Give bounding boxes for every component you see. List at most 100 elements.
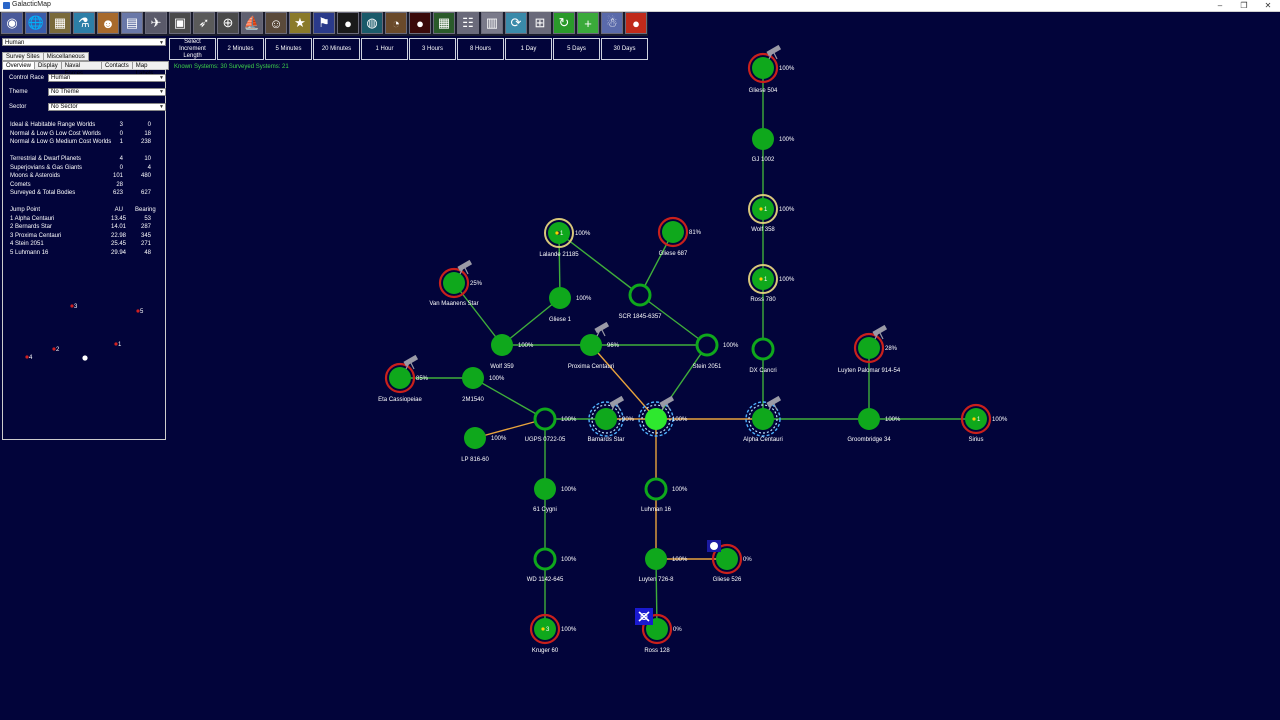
system-node[interactable]: 100%Luhman 16 [641, 477, 688, 513]
population-icon[interactable]: ☻ [97, 12, 119, 34]
system-node[interactable]: 100%LP 816-60 [461, 427, 507, 463]
system-node[interactable]: 90%Barnards Star [587, 395, 635, 443]
system-node[interactable]: 100%Wolf 359 [490, 334, 534, 370]
alien-contact-icon[interactable] [707, 540, 721, 552]
increment-button[interactable]: 5 Minutes [265, 38, 312, 60]
star-icon[interactable] [533, 547, 557, 571]
star-icon[interactable] [752, 408, 774, 430]
system-node[interactable]: 100%Gliese 1 [549, 287, 592, 323]
increment-button[interactable]: 20 Minutes [313, 38, 360, 60]
increment-button[interactable]: 3 Hours [409, 38, 456, 60]
system-node[interactable]: SCR 1845-6357 [618, 283, 662, 320]
star-icon[interactable] [462, 367, 484, 389]
system-node[interactable]: 100%Stein 2051 [693, 333, 739, 370]
increment-button[interactable]: 2 Minutes [217, 38, 264, 60]
system-node[interactable]: 100%GJ 1002 [752, 128, 795, 163]
control-race-select[interactable]: Human ▼ [48, 74, 166, 82]
minimap-jump-point[interactable] [25, 355, 29, 359]
star-icon[interactable] [695, 333, 719, 357]
minimap-jump-point[interactable] [70, 304, 74, 308]
system-node[interactable]: 100%61 Cygni [533, 478, 577, 513]
aliens-icon[interactable]: ● [409, 12, 431, 34]
commanders-icon[interactable]: ☺ [265, 12, 287, 34]
star-icon[interactable] [858, 337, 880, 359]
calendar-icon[interactable]: ▥ [481, 12, 503, 34]
star-icon[interactable] [752, 198, 774, 220]
system-node[interactable]: 96%Proxima Centauri [568, 321, 620, 370]
increment-button[interactable]: 1 Hour [361, 38, 408, 60]
shipyard-icon[interactable]: ▦ [49, 12, 71, 34]
star-icon[interactable] [716, 548, 738, 570]
alien-ship-icon[interactable] [635, 608, 653, 625]
system-node[interactable]: 100%2M1540 [462, 367, 505, 403]
wealth-icon[interactable]: ◔ [385, 12, 407, 34]
minimap-jump-point[interactable] [136, 309, 140, 313]
survey-icon[interactable]: ◍ [361, 12, 383, 34]
increment-button[interactable]: 30 Days [601, 38, 648, 60]
galactic-map-icon[interactable]: 🌐 [25, 12, 47, 34]
system-node[interactable]: 25%Van Maanens Star [429, 259, 483, 307]
user-icon[interactable]: ☃ [601, 12, 623, 34]
maximize-icon[interactable]: ❐ [1240, 1, 1248, 10]
events-icon[interactable]: ☷ [457, 12, 479, 34]
star-icon[interactable] [533, 407, 557, 431]
star-icon[interactable] [752, 268, 774, 290]
missile-design-icon[interactable]: ➶ [193, 12, 215, 34]
theme-select[interactable]: No Theme ▼ [48, 88, 166, 96]
star-icon[interactable] [752, 57, 774, 79]
medal-icon[interactable]: ★ [289, 12, 311, 34]
increment-button[interactable]: 5 Days [553, 38, 600, 60]
system-node[interactable]: 100%UGPS 0722-05 [525, 407, 577, 443]
star-icon[interactable] [662, 221, 684, 243]
system-node[interactable]: 100%Gliese 504 [747, 44, 795, 94]
star-icon[interactable] [965, 408, 987, 430]
system-view-icon[interactable]: ◉ [1, 12, 23, 34]
economics-icon[interactable]: ▤ [121, 12, 143, 34]
auto-turn-icon[interactable]: ↻ [553, 12, 575, 34]
system-node[interactable]: 85%Eta Cassiopeiae [378, 354, 429, 403]
star-icon[interactable] [752, 128, 774, 150]
minimize-icon[interactable]: – [1217, 1, 1223, 10]
star-icon[interactable] [549, 287, 571, 309]
star-icon[interactable] [644, 477, 668, 501]
ground-forces-icon[interactable]: ▣ [169, 12, 191, 34]
star-icon[interactable] [464, 427, 486, 449]
star-icon[interactable] [858, 408, 880, 430]
system-node[interactable]: 100%WD 1142-645 [527, 547, 577, 583]
system-node[interactable]: Alpha Centauri [743, 395, 783, 443]
minimap-jump-point[interactable] [52, 347, 56, 351]
star-icon[interactable] [491, 334, 513, 356]
system-node[interactable]: 81%Gliese 687 [657, 216, 702, 257]
star-icon[interactable] [628, 283, 652, 307]
increment-button[interactable]: 8 Hours [457, 38, 504, 60]
race-flag-icon[interactable]: ⚑ [313, 12, 335, 34]
stop-icon[interactable]: ● [625, 12, 647, 34]
system-node[interactable]: 0%Gliese 526 [711, 543, 753, 583]
turret-design-icon[interactable]: ⊕ [217, 12, 239, 34]
star-icon[interactable] [580, 334, 602, 356]
research-icon[interactable]: ⚗ [73, 12, 95, 34]
star-icon[interactable] [534, 618, 556, 640]
close-icon[interactable]: ✕ [1264, 1, 1272, 10]
star-icon[interactable] [389, 367, 411, 389]
refresh-icon[interactable]: ⟳ [505, 12, 527, 34]
fleet-icon[interactable]: ⛵ [241, 12, 263, 34]
minimap-jump-point[interactable] [114, 342, 118, 346]
system-node[interactable]: 100% [638, 395, 688, 437]
star-icon[interactable] [443, 272, 465, 294]
sector-select[interactable]: No Sector ▼ [48, 103, 166, 111]
tactical-icon[interactable]: ▦ [433, 12, 455, 34]
grid-icon[interactable]: ⊞ [529, 12, 551, 34]
star-icon[interactable] [751, 337, 775, 361]
intelligence-icon[interactable]: ● [337, 12, 359, 34]
system-node[interactable]: 100%Groombridge 34 [847, 408, 901, 443]
star-icon[interactable] [595, 408, 617, 430]
system-node[interactable]: DX Cancri [749, 337, 777, 374]
star-icon[interactable] [645, 548, 667, 570]
ship-design-icon[interactable]: ✈ [145, 12, 167, 34]
